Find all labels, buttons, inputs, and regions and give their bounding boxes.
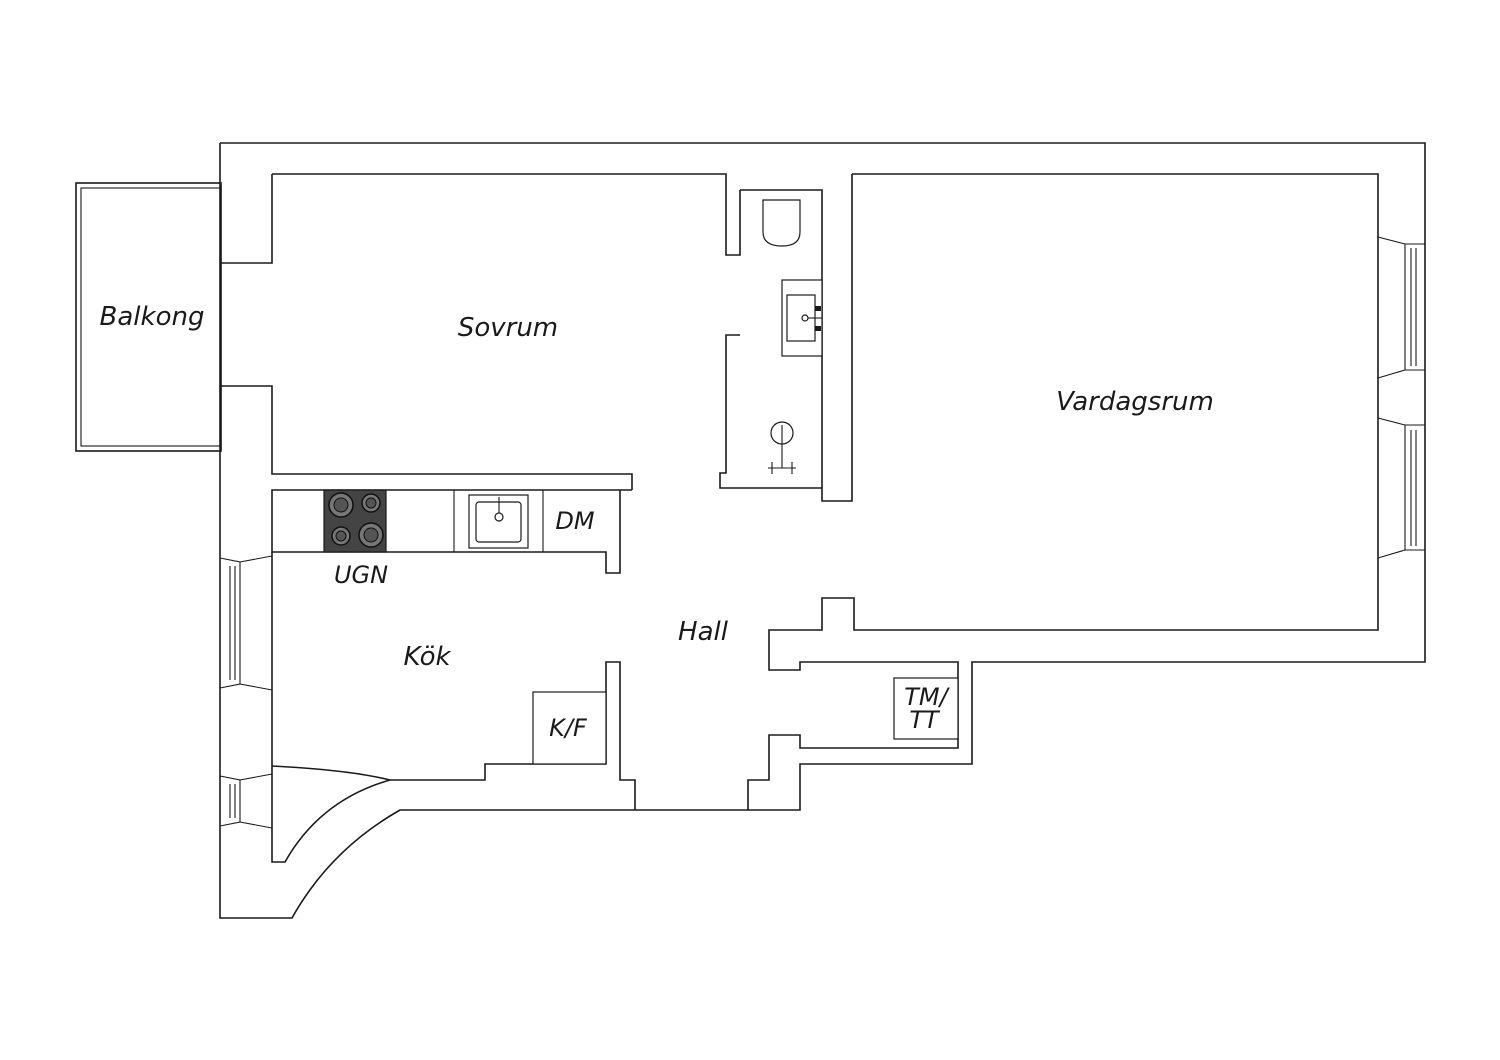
hall-label: Hall	[678, 617, 729, 647]
fridge-freezer	[532, 691, 607, 765]
living-room-walls	[747, 173, 1425, 810]
washer-dryer-label-line2: TT	[909, 706, 941, 734]
toilet	[762, 199, 801, 247]
kitchen-sink	[453, 490, 544, 552]
balcony-label: Balkong	[100, 302, 205, 332]
dishwasher-label: DM	[555, 507, 594, 535]
washer-dryer-label-line1: TM/	[904, 683, 950, 711]
kitchen-walls	[219, 489, 636, 863]
fridge-freezer-label: K/F	[549, 714, 588, 742]
bathroom-walls	[719, 174, 853, 502]
shower	[768, 421, 796, 474]
stove	[323, 489, 387, 553]
living-room-label: Vardagsrum	[1056, 387, 1214, 417]
outer-walls	[219, 142, 1426, 919]
bedroom-label: Sovrum	[458, 313, 558, 343]
balcony	[75, 182, 222, 452]
washer-dryer	[893, 677, 959, 740]
kitchen-label: Kök	[403, 642, 451, 672]
bathroom-sink	[781, 279, 823, 357]
oven-label: UGN	[334, 561, 388, 589]
